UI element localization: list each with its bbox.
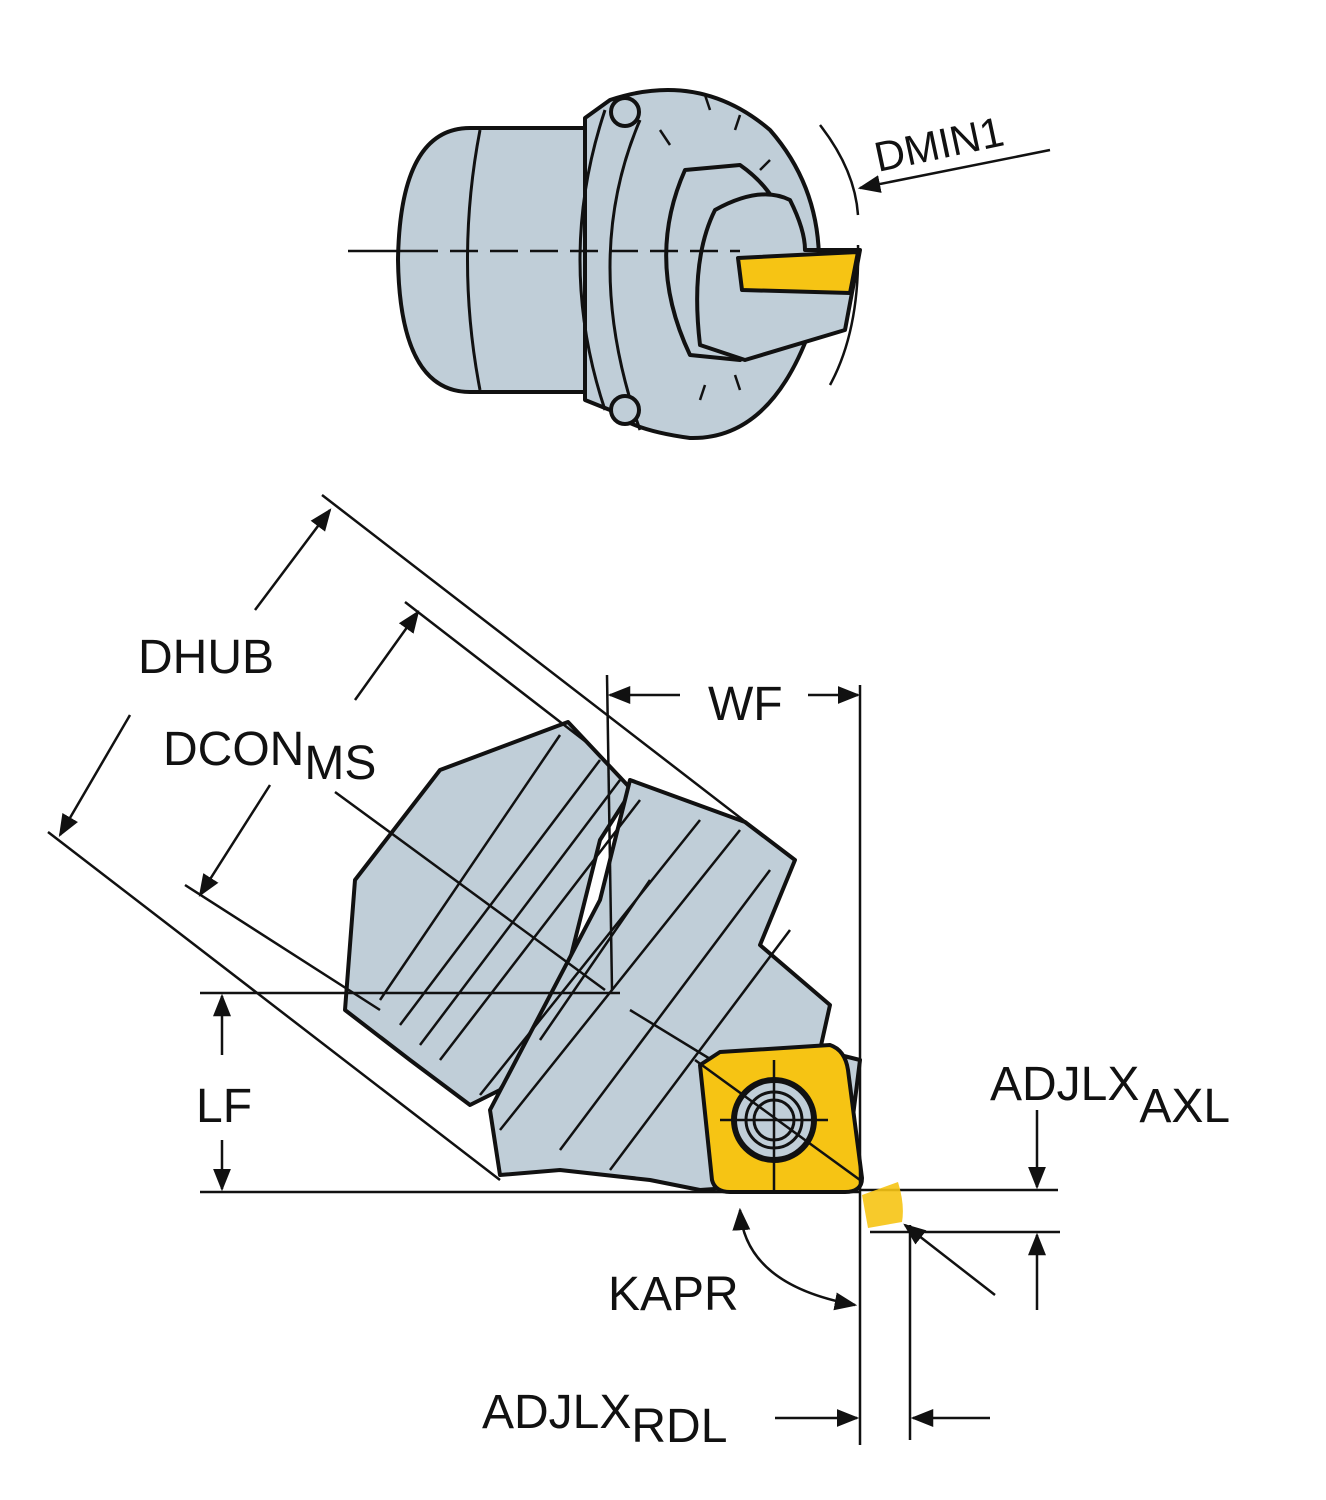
- rear-cylinder: [396, 126, 587, 394]
- lf-label: LF: [196, 1080, 252, 1133]
- insert-top: [736, 250, 860, 295]
- side-view-tool: [343, 720, 864, 1194]
- adjlx-rdl-label: ADJLXRDL: [482, 1386, 727, 1453]
- clamp-bolt-bottom: [609, 394, 641, 426]
- dmin1-label: DMIN1: [870, 108, 1008, 181]
- insert-corner-detail: [862, 1182, 903, 1228]
- top-view-tool: [348, 88, 1051, 441]
- dhub-label: DHUB: [138, 631, 274, 684]
- adjlx-axl-label: ADJLXAXL: [990, 1058, 1230, 1133]
- kapr-label: KAPR: [608, 1268, 739, 1321]
- dcon-label: DCONMS: [163, 723, 376, 790]
- dimension-lines: [47, 494, 1060, 1445]
- main-body: [343, 720, 634, 1107]
- clamp-bolt-top: [609, 96, 641, 128]
- wf-label: WF: [708, 678, 783, 731]
